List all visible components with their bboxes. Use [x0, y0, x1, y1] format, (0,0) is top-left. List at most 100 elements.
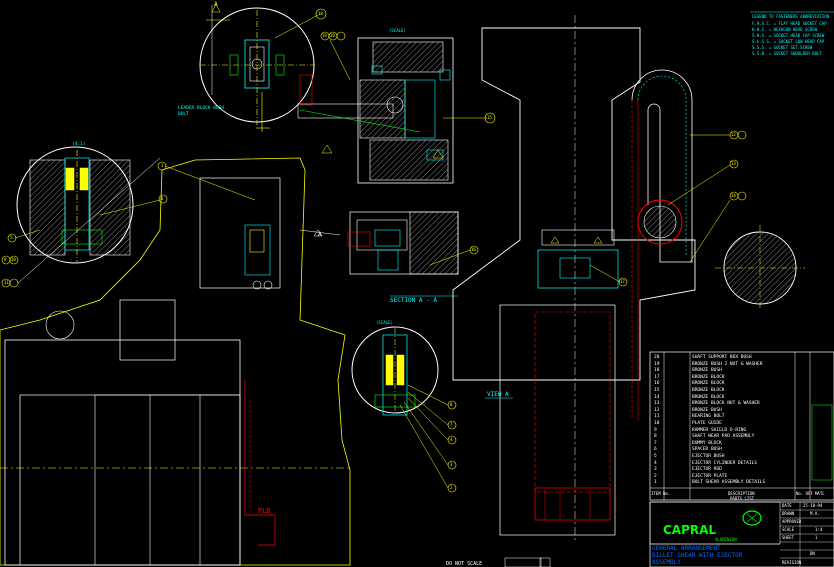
- drawn-label: DRAWN: [782, 511, 795, 516]
- approved-label: APPROVED: [782, 519, 802, 524]
- bom-item-number: 11: [654, 414, 660, 420]
- drawing-title-2: BILLET SHEAR WITH EJECTOR: [652, 552, 743, 559]
- bom-row: 10 PLATE GUIDE: [652, 421, 832, 427]
- drawing-number: DN: [810, 551, 815, 556]
- scale-label: SCALE: [782, 527, 795, 532]
- balloon-circle-top-2: 20: [330, 33, 335, 38]
- balloon-bottom-2: 7: [450, 422, 453, 427]
- bom-item-number: 16: [654, 381, 660, 387]
- bom-item-number: 2: [654, 473, 657, 479]
- section-mark-right: A: [318, 231, 322, 238]
- bom-item-description: DUMMY BLOCK: [692, 440, 722, 446]
- bom-item-description: SHAFT SUPPORT BOX BUSH: [692, 355, 752, 360]
- legend-title: LEGEND TO FASTENERS ABBREVIATION: [752, 14, 830, 19]
- bottom-detail-view: [351, 326, 457, 493]
- balloon-left-detail-2: 6: [161, 196, 164, 201]
- bom-item-description: BRONZE BLOCK: [692, 381, 725, 387]
- revision-label: REVISION: [782, 560, 802, 565]
- bom-item-number: 20: [654, 355, 660, 360]
- bom-item-number: 17: [654, 374, 660, 380]
- balloon-section-1: 15: [487, 115, 492, 120]
- bom-row: 17 BRONZE BLOCK: [652, 375, 832, 381]
- legend-row-6: S.S.B. = SOCKET SHOULDER BOLT: [752, 51, 822, 56]
- legend-row-1: F.H.S.C. = FLAT HEAD SOCKET CAP: [752, 21, 827, 26]
- balloon-bottom-3: 4: [450, 437, 453, 442]
- bom-item-description: BEARING BOLT: [692, 414, 725, 420]
- view-a-assembly: [452, 15, 805, 540]
- company-sub-text: ALUMINIUM: [715, 537, 737, 542]
- bom-row: 4 EJECTOR CYLINDER DETAILS: [652, 461, 832, 467]
- balloon-left-detail: 5: [10, 235, 13, 240]
- bom-item-number: 1: [654, 480, 657, 486]
- sheet-value: 1: [815, 535, 818, 540]
- scale-value: 1:4: [815, 527, 823, 532]
- bom-item-number: 5: [654, 454, 657, 459]
- section-a-a-label: SECTION A - A: [390, 297, 437, 304]
- balloon-bottom-5: 2: [450, 485, 453, 490]
- drawing-title-3: ASSEMBLY: [652, 559, 681, 566]
- company-logo-text: CAPRAL: [663, 523, 717, 537]
- bom-item-description: SHAFT WEAR PAD ASSEMBLY: [692, 434, 755, 440]
- drawn-value: M.A.: [810, 511, 820, 516]
- bom-item-number: 4: [654, 460, 657, 466]
- balloon-left-c: 11: [4, 280, 9, 285]
- balloon-bottom-4: 3: [450, 462, 453, 467]
- balloon-circle-top-1: 19: [322, 33, 327, 38]
- balloon-right-4: 17: [620, 279, 625, 284]
- legend-row-2: H.H.S. = HEXAGON HEAD SCREW: [752, 27, 818, 32]
- bom-item-description: BRONZE BUSH: [692, 368, 722, 374]
- top-detail-view: [199, 3, 327, 132]
- bom-row: 9 RAMMER SHIELD O-RING: [652, 428, 832, 434]
- bom-title: PARTS LIST: [730, 496, 755, 501]
- bom-item-description: EJECTOR ROD: [692, 467, 722, 473]
- bom-item-description: RAMMER SHIELD O-RING: [692, 427, 747, 433]
- bottom-note-box: [504, 557, 551, 567]
- bom-item-number: 13: [654, 401, 660, 407]
- bom-item-number: 9: [654, 427, 657, 433]
- bom-item-number: 14: [654, 394, 660, 400]
- balloon-left-b: 10: [11, 257, 16, 262]
- bom-item-description: BRONZE BLOCK: [692, 374, 725, 380]
- bom-row: 19 BRONZE BUSH 2 NUT & WASHER: [652, 362, 832, 368]
- dim-mark: PLD: [258, 507, 271, 515]
- balloon-bottom-1: 8: [450, 402, 453, 407]
- bom-item-description: BRONZE BUSH 2 NUT & WASHER: [692, 361, 763, 367]
- balloon-right-2: 13: [731, 161, 736, 166]
- bom-row: 16 BRONZE BLOCK: [652, 381, 832, 387]
- bom-row: 20 SHAFT SUPPORT BOX BUSH: [652, 355, 832, 361]
- bom-item-number: 7: [654, 440, 657, 446]
- section-mark-left: A: [214, 1, 218, 8]
- bom-row: 13 BRONZE BLOCK NUT & WASHER: [652, 401, 832, 407]
- detail-c-note: (SCALE): [376, 320, 393, 325]
- balloon-right-3: 14: [731, 193, 736, 198]
- balloon-right-1: 12: [731, 132, 736, 137]
- top-scale-note: (4:1): [72, 142, 86, 147]
- bom-item-description: BRONZE BLOCK NUT & WASHER: [692, 401, 760, 407]
- bom-table-frame: [649, 351, 834, 501]
- bom-item-description: PLATE GUIDE: [692, 421, 722, 426]
- bom-row: 5 EJECTOR BUSH: [652, 454, 832, 460]
- bom-item-number: 12: [654, 407, 660, 413]
- bom-item-description: EJECTOR BUSH: [692, 454, 725, 459]
- bom-item-number: 19: [654, 361, 660, 367]
- drawing-title-1: GENERAL ARRANGEMENT: [652, 545, 721, 552]
- balloon-left-a: 9: [4, 257, 7, 262]
- date-label: DATE: [782, 503, 792, 508]
- bom-item-number: 10: [654, 421, 660, 426]
- bom-header-material: MATL: [815, 491, 825, 496]
- date-value: 25-10-94: [803, 503, 823, 508]
- balloon-main-1: 1: [161, 163, 164, 168]
- main-left-assembly: [0, 157, 351, 566]
- bom-item-description: EJECTOR CYLINDER DETAILS: [692, 460, 758, 466]
- title-block-frame: [649, 501, 834, 567]
- bom-item-number: 8: [654, 434, 657, 440]
- bom-item-number: 6: [654, 447, 657, 453]
